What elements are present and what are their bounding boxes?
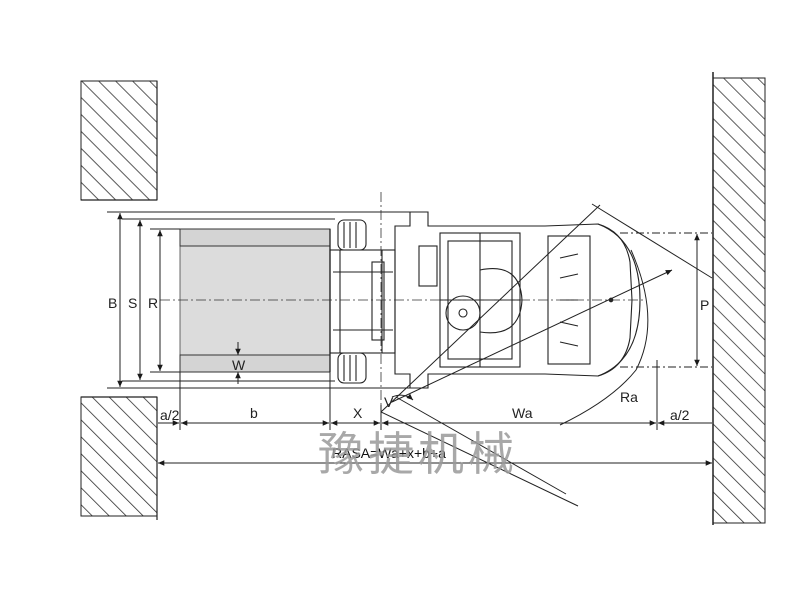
watermark: 豫捷机械 <box>318 427 518 481</box>
label-v: V <box>384 394 394 410</box>
wall-bottom-left <box>80 396 158 517</box>
pallet-load <box>179 228 331 373</box>
label-a-half-left: a/2 <box>160 407 180 423</box>
centre-lines <box>160 192 645 412</box>
turning-radius <box>380 203 713 507</box>
dimension-lines-left <box>107 211 414 389</box>
label-b: b <box>250 405 258 421</box>
label-wa: Wa <box>512 405 533 421</box>
wall-top-left <box>80 80 158 201</box>
label-r: R <box>148 295 158 311</box>
label-b-width: B <box>108 295 117 311</box>
formula-rasa: RASA=Wa+x+b+a <box>332 445 446 461</box>
label-p: P <box>700 297 709 313</box>
dimension-row-horizontal <box>158 360 712 466</box>
label-a-half-right: a/2 <box>670 407 690 423</box>
dimension-p <box>620 232 712 368</box>
label-ra: Ra <box>620 389 638 405</box>
label-x: X <box>353 405 363 421</box>
label-w: W <box>232 357 246 373</box>
wall-right <box>712 77 766 524</box>
forklift-truck <box>329 211 641 389</box>
label-s: S <box>128 295 137 311</box>
